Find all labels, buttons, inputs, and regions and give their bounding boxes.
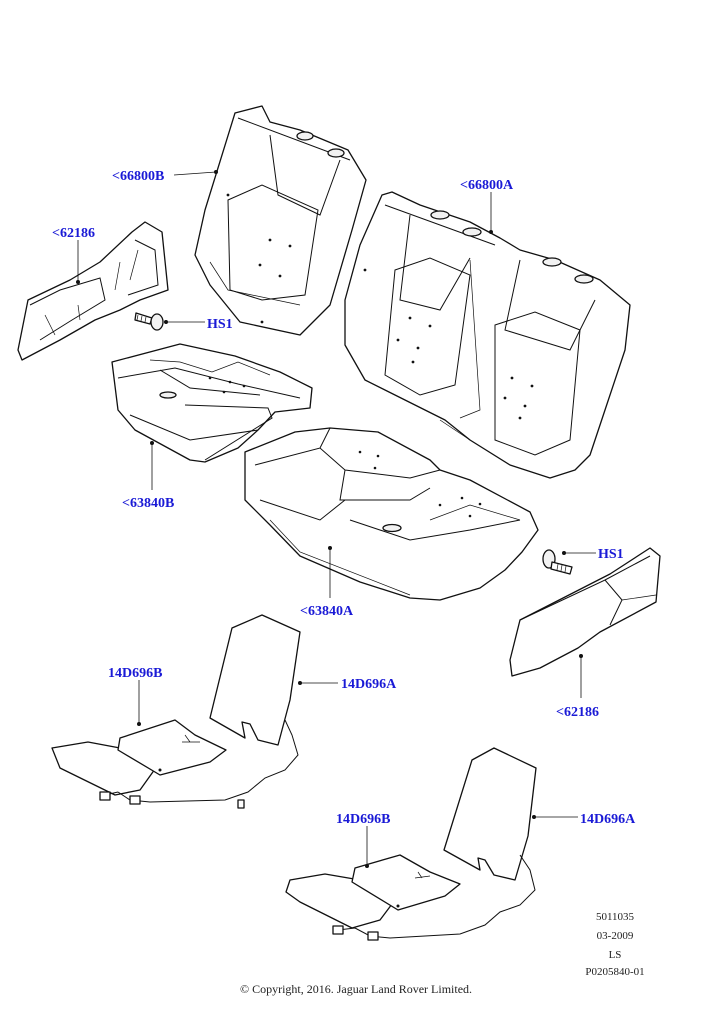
seat-cushion-left[interactable] — [111, 343, 313, 463]
heater-wiring-1 — [99, 719, 299, 809]
rear-seat-backrest-right[interactable] — [344, 191, 631, 479]
drawing-date: 03-2009 — [597, 930, 634, 942]
callout-14d696a-2[interactable]: 14D696A — [580, 812, 636, 827]
rear-seat-backrest-left[interactable] — [194, 105, 367, 336]
callout-hs1-left[interactable]: HS1 — [207, 317, 233, 332]
callout-14d696b-2[interactable]: 14D696B — [336, 812, 390, 827]
callout-62186-right[interactable]: <62186 — [556, 705, 599, 720]
drawing-initials: LS — [609, 949, 622, 961]
heater-element-backrest-1[interactable] — [209, 614, 301, 746]
copyright-notice: © Copyright, 2016. Jaguar Land Rover Lim… — [240, 982, 472, 996]
drawing-code: 5011035 — [596, 911, 635, 923]
side-trim-panel-left[interactable] — [17, 221, 169, 361]
drawing-reference: P0205840-01 — [585, 966, 644, 978]
callout-14d696a-1[interactable]: 14D696A — [341, 677, 397, 692]
callout-62186-left[interactable]: <62186 — [52, 226, 95, 241]
heater-element-backrest-2[interactable] — [443, 747, 537, 881]
callout-hs1-right[interactable]: HS1 — [598, 547, 624, 562]
bolt-hs1-right[interactable] — [542, 549, 573, 575]
callout-66800a[interactable]: <66800A — [460, 178, 514, 193]
side-trim-panel-right[interactable] — [509, 547, 661, 677]
heater-element-cushion-1[interactable] — [51, 719, 227, 796]
heater-wiring-2 — [332, 854, 536, 941]
callout-14d696b-1[interactable]: 14D696B — [108, 666, 162, 681]
callout-63840a[interactable]: <63840A — [300, 604, 354, 619]
callout-63840b[interactable]: <63840B — [122, 496, 174, 511]
seat-cushion-right[interactable] — [244, 427, 539, 601]
leader-lines — [76, 170, 596, 868]
heater-element-cushion-2[interactable] — [285, 854, 461, 929]
bolt-hs1-left[interactable] — [134, 312, 164, 331]
callout-66800b[interactable]: <66800B — [112, 169, 164, 184]
